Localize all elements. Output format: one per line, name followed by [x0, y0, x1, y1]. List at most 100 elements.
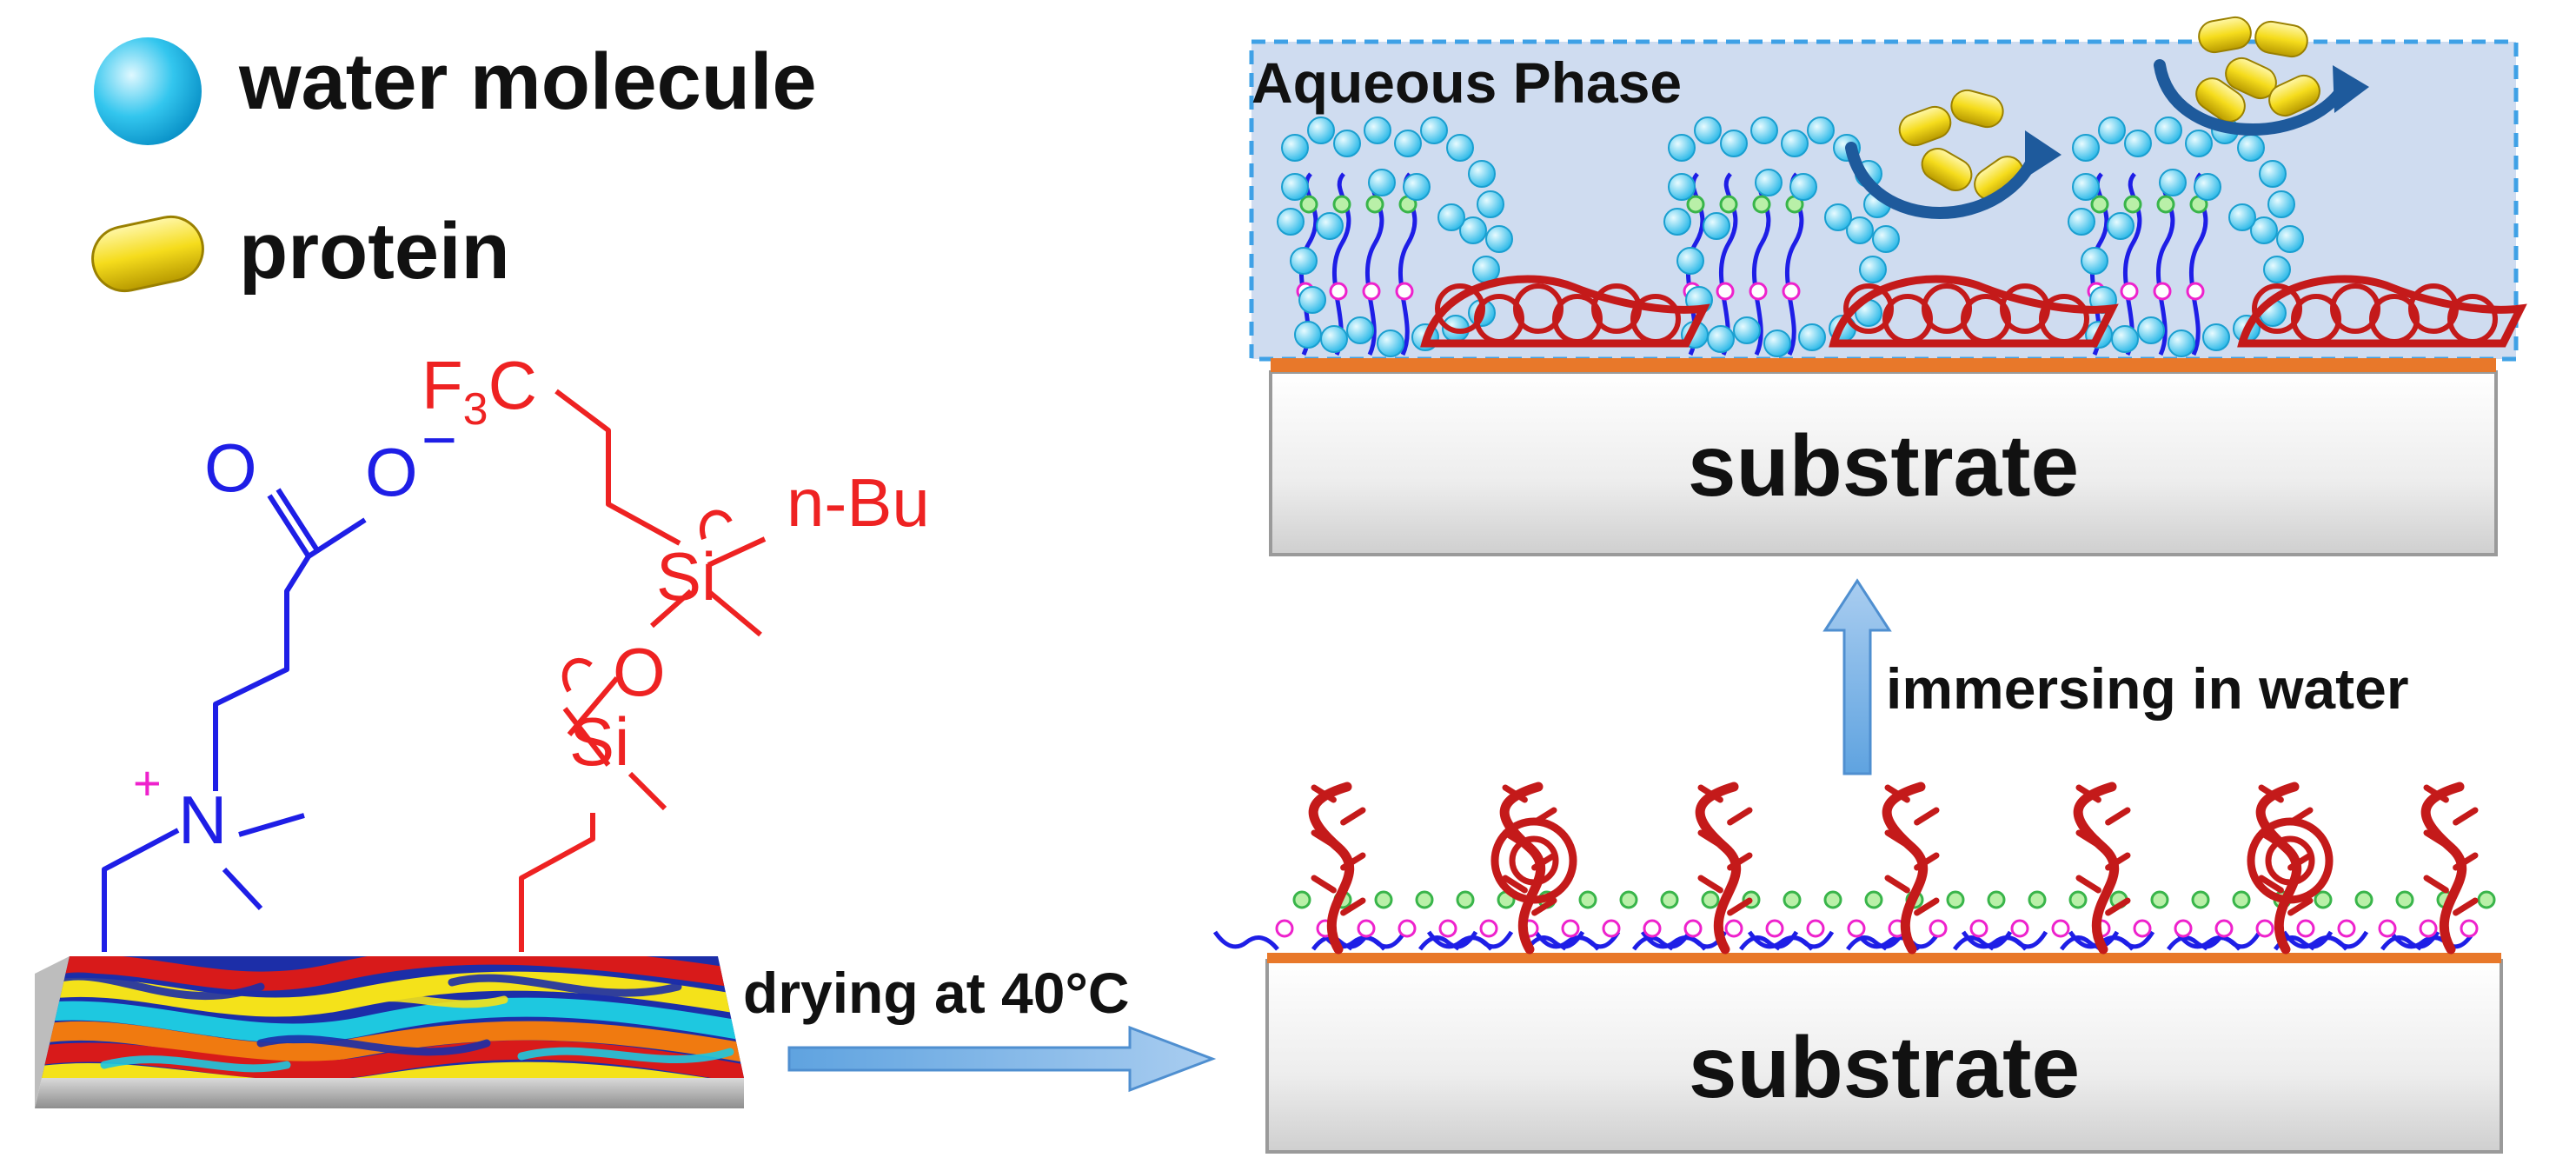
cation-charge: +	[133, 755, 162, 810]
cation-marker	[2214, 919, 2234, 938]
fluorosiloxane-chain	[519, 389, 767, 952]
water-molecule	[1320, 325, 1348, 353]
zwitterion-labels: O O − N +	[133, 406, 457, 858]
flattened-fluoro-coil	[2237, 275, 2527, 348]
water-molecule	[1294, 321, 1322, 349]
hydrated-zwitterion-cluster	[1277, 116, 1513, 357]
cation-marker	[2337, 919, 2356, 938]
silicon-top: Si	[656, 538, 716, 615]
collapsed-zwitterion-chain	[2166, 930, 2227, 951]
repel-arrow	[2154, 59, 2353, 136]
anion-marker	[2314, 890, 2333, 909]
collapsed-zwitterion-chain	[1631, 930, 1692, 951]
water-molecule	[1668, 134, 1696, 162]
repel-arrow	[1845, 142, 2044, 219]
cation-marker	[1357, 919, 1376, 938]
cation-marker	[2051, 919, 2070, 938]
anion-marker	[2354, 890, 2374, 909]
anion-marker	[1292, 890, 1311, 909]
water-molecule	[2276, 225, 2304, 253]
water-molecule	[1459, 216, 1487, 244]
water-molecule	[1872, 225, 1900, 253]
substrate-bottom-label: substrate	[1689, 1019, 2080, 1116]
anion-marker	[1365, 195, 1384, 214]
protein	[2254, 20, 2308, 58]
exposed-fluoro-coil	[2247, 782, 2334, 955]
water-molecule	[1824, 203, 1852, 231]
collapsed-zwitterion-chain	[2059, 930, 2120, 951]
cation-marker	[1643, 919, 1662, 938]
exposed-fluoro-coil	[2420, 782, 2479, 955]
water-molecule	[1750, 116, 1778, 144]
cation-marker	[1782, 282, 1801, 301]
phase-separated-surface	[42, 956, 744, 1078]
water-molecule	[2237, 134, 2265, 162]
collapsed-zwitterion-chain	[1212, 930, 1279, 951]
water-molecule	[2250, 216, 2278, 244]
cation-marker	[1749, 282, 1768, 301]
water-molecule	[1472, 256, 1500, 283]
protein	[2198, 16, 2252, 54]
bridging-oxygen: O	[613, 634, 666, 710]
anion-marker	[1299, 195, 1318, 214]
drying-arrow	[787, 1025, 1217, 1093]
cation-marker	[2153, 282, 2172, 301]
legend-water-label: water molecule	[238, 37, 817, 126]
cation-marker	[1275, 919, 1294, 938]
water-molecule	[1333, 130, 1361, 157]
water-molecule	[1377, 329, 1404, 357]
water-molecule	[1798, 323, 1826, 351]
water-molecule	[2072, 134, 2100, 162]
water-molecule	[2168, 329, 2195, 357]
ammonium-nitrogen: N	[178, 782, 227, 858]
anion-marker	[2123, 195, 2142, 214]
aqueous-phase-label: Aqueous Phase	[1251, 50, 1682, 115]
collapsed-zwitterion-chain	[2174, 930, 2241, 951]
anion-marker	[1823, 890, 1842, 909]
water-molecule	[1703, 212, 1730, 240]
water-molecule	[2098, 116, 2126, 144]
collapsed-zwitterion-chain	[1738, 930, 1799, 951]
water-molecule	[1733, 316, 1761, 344]
hydrated-zwitterion-cluster	[2068, 116, 2304, 357]
cation-marker	[2378, 919, 2397, 938]
anion-marker	[1578, 890, 1597, 909]
anion-marker	[2150, 890, 2169, 909]
zwitterion-chain	[102, 488, 367, 952]
water-molecule	[2159, 169, 2187, 196]
water-molecule	[1468, 160, 1496, 188]
protein	[2195, 77, 2246, 123]
carbonyl-oxygen: O	[204, 429, 257, 506]
water-molecule	[2072, 173, 2100, 201]
anion-marker	[1752, 195, 1771, 214]
collapsed-zwitterion-chain	[1640, 930, 1707, 951]
cation-marker	[1847, 919, 1866, 938]
water-molecule	[1290, 247, 1318, 275]
anion-marker	[1987, 890, 2006, 909]
protein-icon	[91, 215, 204, 293]
protein	[1950, 89, 2004, 129]
collapsed-zwitterion-chain	[1533, 930, 1600, 951]
anion-marker	[1660, 890, 1679, 909]
cation-marker	[2296, 919, 2315, 938]
water-molecule	[1346, 316, 1374, 344]
cation-marker	[1438, 919, 1457, 938]
water-molecule	[1420, 116, 1448, 144]
water-molecule	[1485, 225, 1513, 253]
extended-zwitterion-chain	[1719, 172, 1738, 356]
legend: water molecule protein	[91, 37, 817, 296]
collapsed-zwitterion-chain	[1524, 930, 1585, 951]
water-molecule	[1368, 169, 1396, 196]
anion-marker	[1864, 890, 1883, 909]
collapsed-zwitterion-chain	[1952, 930, 2013, 951]
protein	[1921, 148, 1973, 191]
cation-marker	[2419, 919, 2438, 938]
cation-marker	[1329, 282, 1348, 301]
collapsed-zwitterion-chain	[1747, 930, 1814, 951]
anion-marker	[2477, 890, 2496, 909]
exposed-fluoro-coil	[1490, 782, 1577, 955]
anion-marker	[1415, 890, 1434, 909]
collapsed-zwitterion-chain	[1426, 930, 1493, 951]
cation-marker	[1929, 919, 1948, 938]
water-molecule	[1394, 130, 1422, 157]
